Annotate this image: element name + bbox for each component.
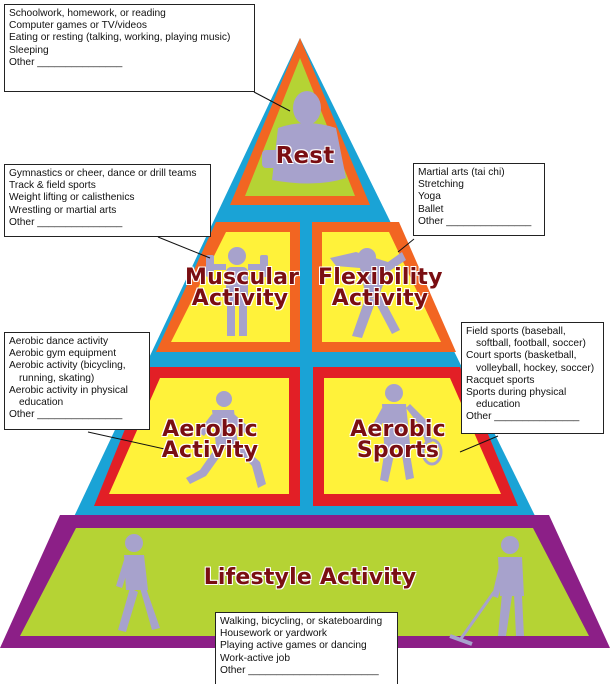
- aerobic-activity-item: Aerobic gym equipment: [9, 348, 117, 360]
- lifestyle-activity-item: Walking, bicycling, or skateboarding: [220, 616, 383, 627]
- lifestyle-label: Lifestyle Activity: [200, 565, 420, 590]
- muscular-label-line2: Activity: [191, 285, 289, 311]
- aerobic-sports-item: Racquet sports: [466, 374, 535, 386]
- aerobic-sports-panel: [324, 378, 501, 494]
- aerobic-activity-leader: [87, 431, 179, 453]
- muscular-label-line1: Muscular: [185, 265, 300, 290]
- rest-activity-item: Sleeping: [9, 44, 49, 56]
- aerobic-activity-activities-box: Aerobic dance activity Aerobic gym equip…: [4, 332, 150, 430]
- muscular-activity-item: Wrestling or martial arts: [9, 204, 117, 216]
- lifestyle-activities-box: Walking, bicycling, or skateboarding Hou…: [215, 612, 398, 684]
- aerobic-sports-leader: [459, 435, 499, 453]
- flexibility-activity-item: Ballet: [418, 203, 444, 215]
- weightlifter-figure: [206, 247, 268, 336]
- aerobic-activity-other-item: Other _______________: [9, 409, 123, 421]
- aerobic-activity-item: Aerobic dance activity: [9, 336, 109, 347]
- rest-other-item: Other _______________: [9, 56, 123, 68]
- rest-activities-box: Schoolwork, homework, or reading Compute…: [4, 4, 255, 92]
- lifestyle-activity-item: Housework or yardwork: [220, 628, 328, 640]
- aerobic-activity-item: Aerobic activity (bicycling,: [9, 360, 126, 372]
- rest-activity-item: Schoolwork, homework, or reading: [9, 8, 166, 19]
- runner-figure: [186, 391, 266, 488]
- flexibility-activity-item: Yoga: [418, 191, 441, 203]
- muscular-other-item: Other _______________: [9, 216, 123, 228]
- aerobic-activity-item: education: [19, 397, 64, 409]
- aerobic-sports-item: Court sports (basketball,: [466, 350, 577, 362]
- aerobic-sports-activities-box: Field sports (baseball, softball, footba…: [461, 322, 604, 434]
- aerobic-sports-item: volleyball, hockey, soccer): [476, 362, 595, 374]
- muscular-activities-box: Gymnastics or cheer, dance or drill team…: [4, 164, 211, 237]
- rest-label-text: Rest: [275, 143, 335, 169]
- lifestyle-panel: [20, 528, 589, 636]
- lifestyle-activity-item: Playing active games or dancing: [220, 640, 367, 652]
- aerobic-sports-label-line2: Sports: [356, 437, 440, 463]
- rest-leader: [253, 91, 291, 112]
- aerobic-activity-label: Aerobic Activity: [150, 417, 270, 463]
- muscular-activity-item: Gymnastics or cheer, dance or drill team…: [9, 168, 197, 179]
- aerobic-activity-panel: [109, 378, 289, 494]
- muscular-activity-item: Weight lifting or calisthenics: [9, 192, 135, 204]
- lifestyle-label-text: Lifestyle Activity: [203, 565, 417, 590]
- flexibility-other-item: Other _______________: [418, 215, 532, 227]
- aerobic-sports-item: education: [476, 399, 521, 411]
- flexibility-activities-box: Martial arts (tai chi) Stretching Yoga B…: [413, 163, 545, 236]
- flexibility-label-line1: Flexibility: [318, 265, 443, 290]
- aerobic-sports-other-item: Other _______________: [466, 411, 580, 423]
- aerobic-activity-label-line2: Activity: [161, 437, 259, 463]
- walking-person-figure: [116, 534, 160, 632]
- lifestyle-activity-item: Work-active job: [220, 652, 291, 664]
- resting-person-figure: [262, 91, 346, 184]
- raking-person-figure: [449, 536, 524, 646]
- rest-activity-item: Computer games or TV/videos: [9, 20, 147, 32]
- tennis-player-figure: [370, 384, 443, 482]
- lifestyle-other-item: Other _______________________: [220, 664, 379, 676]
- flexibility-activity-item: Stretching: [418, 179, 464, 191]
- flexibility-label-line2: Activity: [331, 285, 429, 311]
- muscular-activity-item: Track & field sports: [9, 180, 96, 192]
- flexibility-leader: [397, 238, 415, 253]
- muscular-leader: [157, 236, 211, 259]
- rest-activity-item: Eating or resting (talking, working, pla…: [9, 32, 231, 44]
- aerobic-sports-label-line1: Aerobic: [350, 417, 446, 442]
- muscular-label: Muscular Activity: [185, 265, 300, 311]
- rest-label: Rest: [270, 143, 340, 169]
- aerobic-activity-item: Aerobic activity in physical: [9, 384, 128, 396]
- aerobic-sports-item: softball, football, soccer): [476, 338, 586, 350]
- aerobic-sports-label: Aerobic Sports: [338, 417, 458, 463]
- aerobic-sports-item: Sports during physical: [466, 387, 567, 399]
- stretching-figure: [330, 248, 406, 338]
- flexibility-activity-item: Martial arts (tai chi): [418, 167, 505, 178]
- aerobic-activity-label-line1: Aerobic: [162, 417, 258, 442]
- leader-lines: [87, 91, 499, 453]
- aerobic-activity-item: running, skating): [19, 372, 95, 384]
- aerobic-sports-item: Field sports (baseball,: [466, 326, 566, 337]
- flexibility-label: Flexibility Activity: [318, 265, 443, 311]
